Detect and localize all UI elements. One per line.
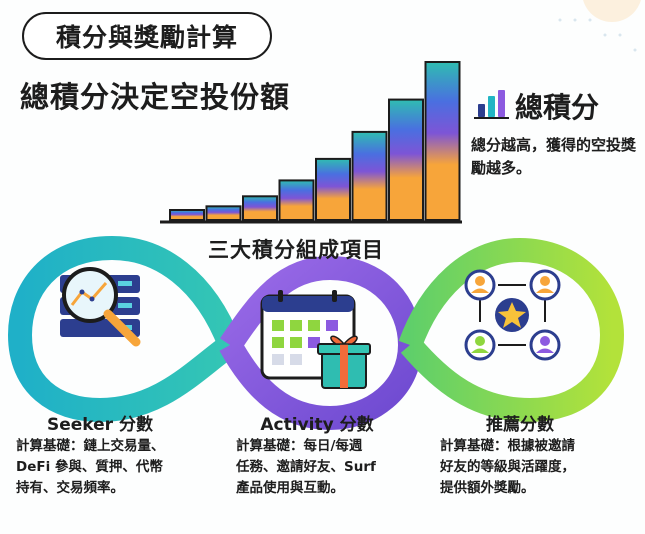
referral-network-icon (464, 269, 561, 361)
growth-bar (205, 205, 242, 221)
components-heading: 三大積分組成項目 (208, 238, 384, 262)
growth-bar (388, 98, 424, 221)
referral-score-title: 推薦分數 (486, 415, 554, 435)
magnifier-data-icon (60, 267, 141, 347)
growth-bar (169, 209, 205, 221)
description-line: 產品使用與互動。 (236, 480, 344, 496)
section-badge: 積分與獎勵計算 (22, 12, 272, 60)
referral-score-description: 計算基礎：根據被邀請 好友的等級與活躍度， 提供額外獎勵。 (440, 436, 635, 499)
user-avatar-icons (464, 269, 561, 361)
description-line: 計算基礎：根據被邀請 (440, 438, 575, 454)
description-line: 計算基礎：鏈上交易量、 (16, 438, 165, 454)
description-line: 好友的等級與活躍度， (440, 459, 575, 475)
growth-bar (351, 130, 388, 221)
description-line: 提供額外獎勵。 (440, 480, 535, 496)
teal-loop (7, 235, 242, 423)
growth-bar (424, 61, 461, 221)
legend-title: 總積分 (515, 91, 600, 124)
bar-chart-icon (474, 90, 509, 119)
activity-score-description: 計算基礎：每日/每週 任務、邀請好友、Surf 產品使用與互動。 (236, 436, 426, 499)
seeker-score-title: Seeker 分數 (47, 415, 153, 435)
dot-pattern (558, 18, 637, 52)
page-headline: 總積分決定空投份額 (20, 80, 291, 114)
growth-bar (242, 195, 278, 222)
description-line: DeFi 參與、質押、代幣 (16, 459, 163, 475)
description-line: 計算基礎：每日/每週 (236, 438, 363, 454)
activity-score-title: Activity 分數 (260, 415, 374, 435)
seeker-score-description: 計算基礎：鏈上交易量、 DeFi 參與、質押、代幣 持有、交易頻率。 (16, 436, 216, 499)
description-line: 持有、交易頻率。 (16, 480, 124, 496)
green-loop (398, 237, 625, 423)
growth-bar (278, 179, 315, 222)
growth-bar (315, 157, 351, 221)
description-line: 任務、邀請好友、Surf (236, 459, 376, 475)
calendar-gift-icon (260, 290, 371, 389)
growth-bar-chart (160, 61, 462, 224)
legend-description: 總分越高，獲得的空投獎勵越多。 (471, 136, 637, 177)
corner-decoration (583, 0, 641, 22)
